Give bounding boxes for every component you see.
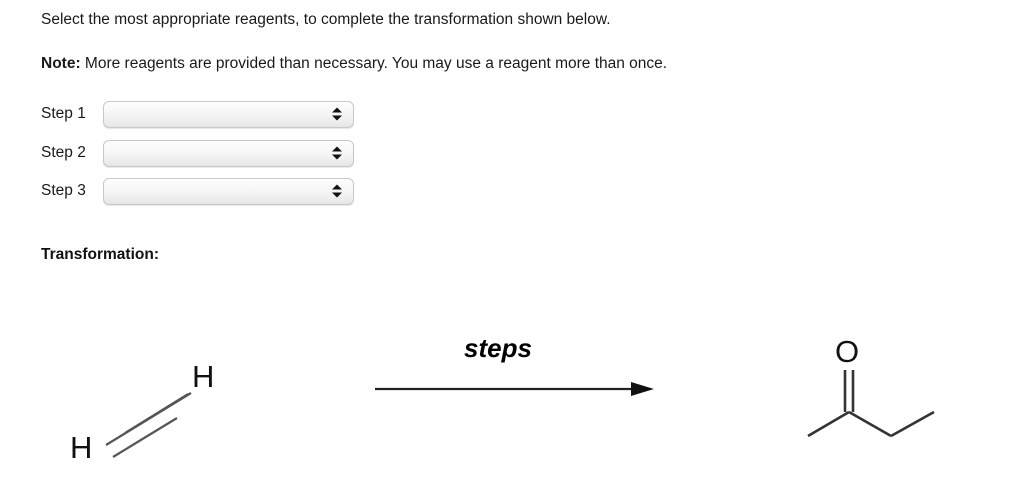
alpha-carbon-bond xyxy=(848,410,892,438)
chevron-up-icon[interactable] xyxy=(332,184,342,190)
product-structure: O xyxy=(807,334,935,438)
triple-bond-icon xyxy=(105,392,192,458)
chevron-down-icon[interactable] xyxy=(332,115,342,121)
stepper-arrows-icon[interactable] xyxy=(332,146,342,160)
step-3-label: Step 3 xyxy=(41,182,86,199)
reactant-hydrogen-right-label: H xyxy=(192,359,214,394)
step-row-2: Step 2 xyxy=(41,139,354,167)
chevron-up-icon[interactable] xyxy=(332,146,342,152)
note-line: Note: More reagents are provided than ne… xyxy=(41,54,667,74)
transformation-heading: Transformation: xyxy=(41,246,159,263)
step-2-select[interactable] xyxy=(103,139,354,167)
carbonyl-double-bond-icon xyxy=(843,370,855,412)
chevron-up-icon[interactable] xyxy=(332,107,342,113)
chevron-down-icon[interactable] xyxy=(332,192,342,198)
stepper-arrows-icon[interactable] xyxy=(332,184,342,198)
arrow-label-steps: steps xyxy=(464,333,532,363)
product-oxygen-label: O xyxy=(835,334,859,369)
reactant-hydrogen-left-label: H xyxy=(70,430,92,465)
step-3-select[interactable] xyxy=(103,177,354,205)
step-1-select[interactable] xyxy=(103,100,354,128)
arrow-head-icon xyxy=(631,382,654,396)
step-row-3: Step 3 xyxy=(41,177,354,205)
terminal-methyl-bond xyxy=(890,410,935,438)
chevron-down-icon[interactable] xyxy=(332,154,342,160)
stepper-arrows-icon[interactable] xyxy=(332,107,342,121)
step-1-label: Step 1 xyxy=(41,105,86,122)
reactant-structure: H H xyxy=(70,359,214,465)
reaction-arrow-group: steps xyxy=(375,333,654,396)
note-label: Note: xyxy=(41,55,81,72)
note-text: More reagents are provided than necessar… xyxy=(80,55,668,72)
reaction-scheme: H H steps O xyxy=(0,300,1024,492)
step-2-label: Step 2 xyxy=(41,144,86,161)
methyl-bond xyxy=(807,410,850,438)
instruction-text: Select the most appropriate reagents, to… xyxy=(41,11,611,28)
step-row-1: Step 1 xyxy=(41,100,354,128)
